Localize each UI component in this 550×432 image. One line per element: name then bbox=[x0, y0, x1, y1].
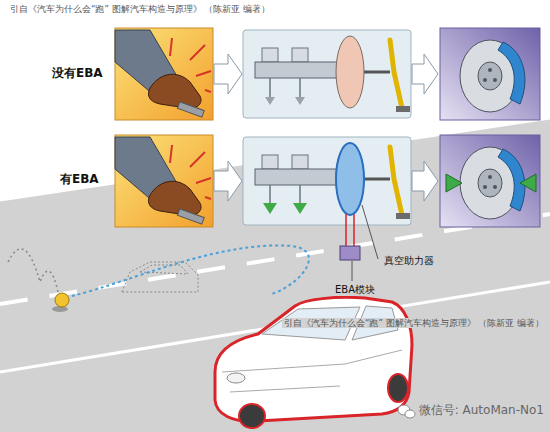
wheel bbox=[388, 374, 408, 402]
ghost-car bbox=[122, 262, 198, 292]
bounce-path bbox=[8, 249, 58, 292]
watermark: 微信号: AutoMan-No1 bbox=[417, 403, 546, 417]
row-label: 有EBA bbox=[58, 172, 101, 186]
ball bbox=[55, 293, 69, 307]
headlight bbox=[227, 373, 245, 383]
label-holder: EBA模块 bbox=[333, 284, 377, 296]
vacuum-booster-active bbox=[336, 143, 364, 215]
car-body bbox=[215, 297, 412, 421]
leader-line bbox=[352, 261, 353, 281]
eba-module bbox=[340, 246, 360, 260]
wheel bbox=[239, 404, 265, 428]
leader-line bbox=[362, 205, 378, 259]
source-citation: 引自《汽车为什么会“跑” 图解汽车构造与原理》 （陈新亚 编著） bbox=[8, 4, 272, 14]
swerve-path bbox=[72, 245, 309, 296]
part-name: 真空助力器 bbox=[382, 255, 436, 267]
signal-wire bbox=[346, 214, 354, 246]
label-holder: 引自《汽车为什么会“跑” 图解汽车构造与原理》 （陈新亚 编著） bbox=[282, 318, 546, 328]
source-citation: 引自《汽车为什么会“跑” 图解汽车构造与原理》 （陈新亚 编著） bbox=[282, 318, 546, 328]
part-name: EBA模块 bbox=[333, 284, 377, 296]
label-holder: 没有EBA bbox=[50, 66, 105, 80]
green-arrow bbox=[263, 203, 277, 214]
panel-row-with-eba bbox=[115, 135, 540, 227]
green-arrow bbox=[293, 203, 307, 214]
wechat-icon bbox=[405, 410, 415, 418]
road bbox=[0, 118, 550, 432]
label-holder: 引自《汽车为什么会“跑” 图解汽车构造与原理》 （陈新亚 编著） bbox=[8, 4, 272, 14]
label-holder: 真空助力器 bbox=[382, 255, 436, 267]
green-arrow bbox=[520, 174, 536, 192]
body-line bbox=[222, 350, 402, 392]
label-holder: 微信号: AutoMan-No1 bbox=[417, 403, 546, 417]
panel-row-without-eba bbox=[115, 28, 540, 120]
row-label: 没有EBA bbox=[50, 66, 105, 80]
green-arrow bbox=[446, 174, 462, 192]
label-holder: 有EBA bbox=[58, 172, 101, 186]
